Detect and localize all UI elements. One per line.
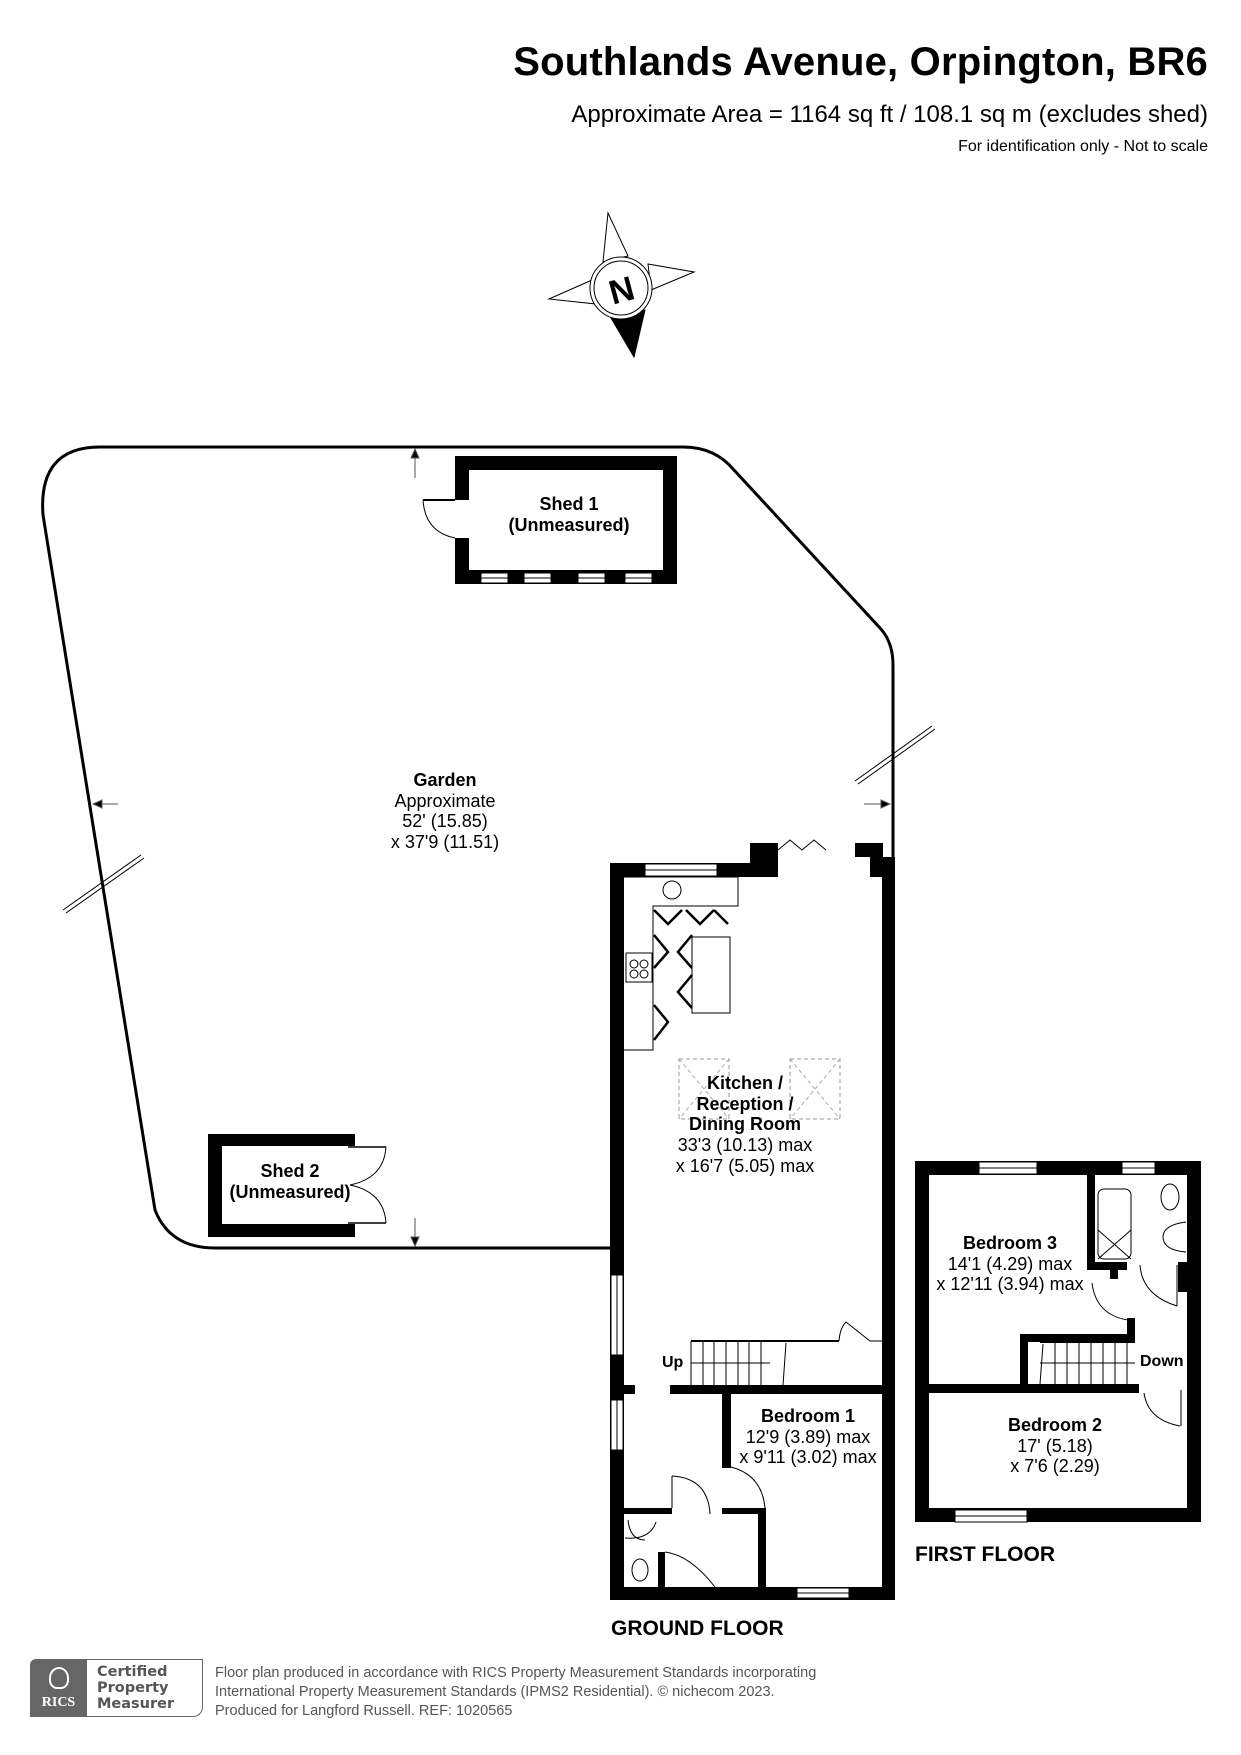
kitchen-reception-dining-label: Kitchen / Reception / Dining Room 33'3 (… bbox=[675, 1073, 815, 1176]
shed-2-label: Shed 2 (Unmeasured) bbox=[229, 1161, 351, 1202]
north-compass-icon: N bbox=[547, 211, 696, 359]
scale-disclaimer: For identification only - Not to scale bbox=[958, 138, 1208, 155]
bedroom-2-label: Bedroom 2 17' (5.18) x 7'6 (2.29) bbox=[1007, 1415, 1103, 1477]
first-floor-heading: FIRST FLOOR bbox=[915, 1543, 1055, 1566]
shed-2-structure bbox=[208, 1134, 387, 1237]
garden-boundary bbox=[41, 445, 895, 1250]
stairs-up-label: Up bbox=[662, 1354, 684, 1371]
approximate-area: Approximate Area = 1164 sq ft / 108.1 sq… bbox=[571, 101, 1208, 128]
shed-1-structure bbox=[422, 456, 677, 584]
footer-disclaimer: Floor plan produced in accordance with R… bbox=[215, 1665, 817, 1719]
certified-measurer-badge: Certified Property Measurer bbox=[87, 1659, 203, 1717]
property-title: Southlands Avenue, Orpington, BR6 bbox=[513, 40, 1208, 84]
rics-logo: RICS bbox=[30, 1659, 87, 1717]
bedroom-3-label: Bedroom 3 14'1 (4.29) max x 12'11 (3.94)… bbox=[936, 1233, 1084, 1295]
lion-icon bbox=[49, 1667, 69, 1689]
ground-floor-stairs bbox=[690, 1321, 882, 1386]
ground-floor-heading: GROUND FLOOR bbox=[611, 1617, 784, 1640]
bedroom-1-label: Bedroom 1 12'9 (3.89) max x 9'11 (3.02) … bbox=[739, 1406, 877, 1468]
stairs-down-label: Down bbox=[1140, 1353, 1184, 1370]
garden-label: Garden Approximate 52' (15.85) x 37'9 (1… bbox=[390, 770, 500, 853]
shed-1-label: Shed 1 (Unmeasured) bbox=[508, 494, 630, 535]
